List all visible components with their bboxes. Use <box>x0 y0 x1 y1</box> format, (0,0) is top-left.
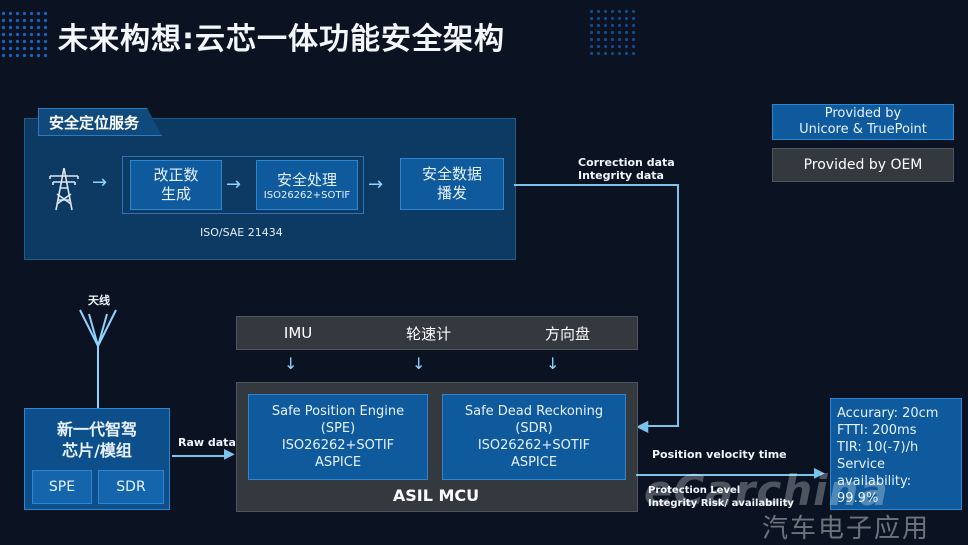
output-line <box>636 474 820 476</box>
output-pvt-label: Position velocity time <box>652 448 787 461</box>
title-decoration-right <box>588 8 636 58</box>
metrics-box: Accurary: 20cm FTTI: 200ms TIR: 10(-7)/h… <box>830 398 962 510</box>
chip-title: 新一代智驾 芯片/模组 <box>56 420 137 460</box>
watermark-cn: 汽车电子应用 <box>762 514 931 544</box>
watermark: eCarchina <box>644 466 889 515</box>
antenna-label: 天线 <box>88 294 110 307</box>
arrow-icon: → <box>368 174 384 195</box>
iso-21434-label: ISO/SAE 21434 <box>200 226 283 239</box>
processing-group <box>122 156 364 214</box>
arrow-right-icon: ▶ <box>224 446 235 462</box>
chip-sdr-box: SDR <box>98 470 164 504</box>
positioning-service-tab: 安全定位服务 <box>38 108 162 136</box>
sensor-imu: IMU <box>283 324 313 342</box>
title-decoration <box>0 10 48 58</box>
arrow-down-icon: ↓ <box>412 354 426 373</box>
sensor-steering: 方向盘 <box>545 324 591 343</box>
arrow-left-icon: ◀ <box>636 416 649 435</box>
legend-unicore: Provided by Unicore & TruePoint <box>772 104 954 140</box>
antenna-icon <box>79 309 117 410</box>
arrow-down-icon: ↓ <box>284 354 298 373</box>
positioning-service-title: 安全定位服务 <box>49 114 140 132</box>
sensor-wheel-speed: 轮速计 <box>406 324 452 343</box>
sdr-engine-box: Safe Dead Reckoning (SDR) ISO26262+SOTIF… <box>442 394 626 480</box>
correction-line <box>514 184 678 186</box>
safety-processing-standard: ISO26262+SOTIF <box>263 190 351 201</box>
chip-spe-box: SPE <box>32 470 92 504</box>
page-title: 未来构想:云芯一体功能安全架构 <box>58 22 505 57</box>
correction-line-vertical <box>677 184 679 426</box>
safety-processing-box: 安全处理 ISO26262+SOTIF <box>256 160 358 210</box>
spe-engine-box: Safe Position Engine (SPE) ISO26262+SOTI… <box>248 394 428 480</box>
sensor-bar: IMU 轮速计 方向盘 <box>236 316 638 350</box>
arrow-down-icon: ↓ <box>546 354 560 373</box>
asil-mcu-label: ASIL MCU <box>392 486 480 505</box>
safe-broadcast-box: 安全数据 播发 <box>400 158 504 210</box>
correction-generation-box: 改正数 生成 <box>130 160 222 210</box>
power-tower-icon <box>49 167 79 211</box>
arrow-icon: → <box>226 174 242 195</box>
arrow-right-icon: ▶ <box>814 465 825 481</box>
arrow-icon: → <box>92 172 108 193</box>
legend-oem: Provided by OEM <box>772 148 954 182</box>
safety-processing-title: 安全处理 <box>276 171 337 189</box>
output-protection-label: Protection Level Integrity Risk/ availab… <box>648 485 794 509</box>
correction-line-bottom <box>646 425 679 427</box>
correction-label: Correction data Integrity data <box>578 156 675 182</box>
raw-data-label: Raw data <box>178 436 236 449</box>
raw-data-line <box>172 455 228 457</box>
